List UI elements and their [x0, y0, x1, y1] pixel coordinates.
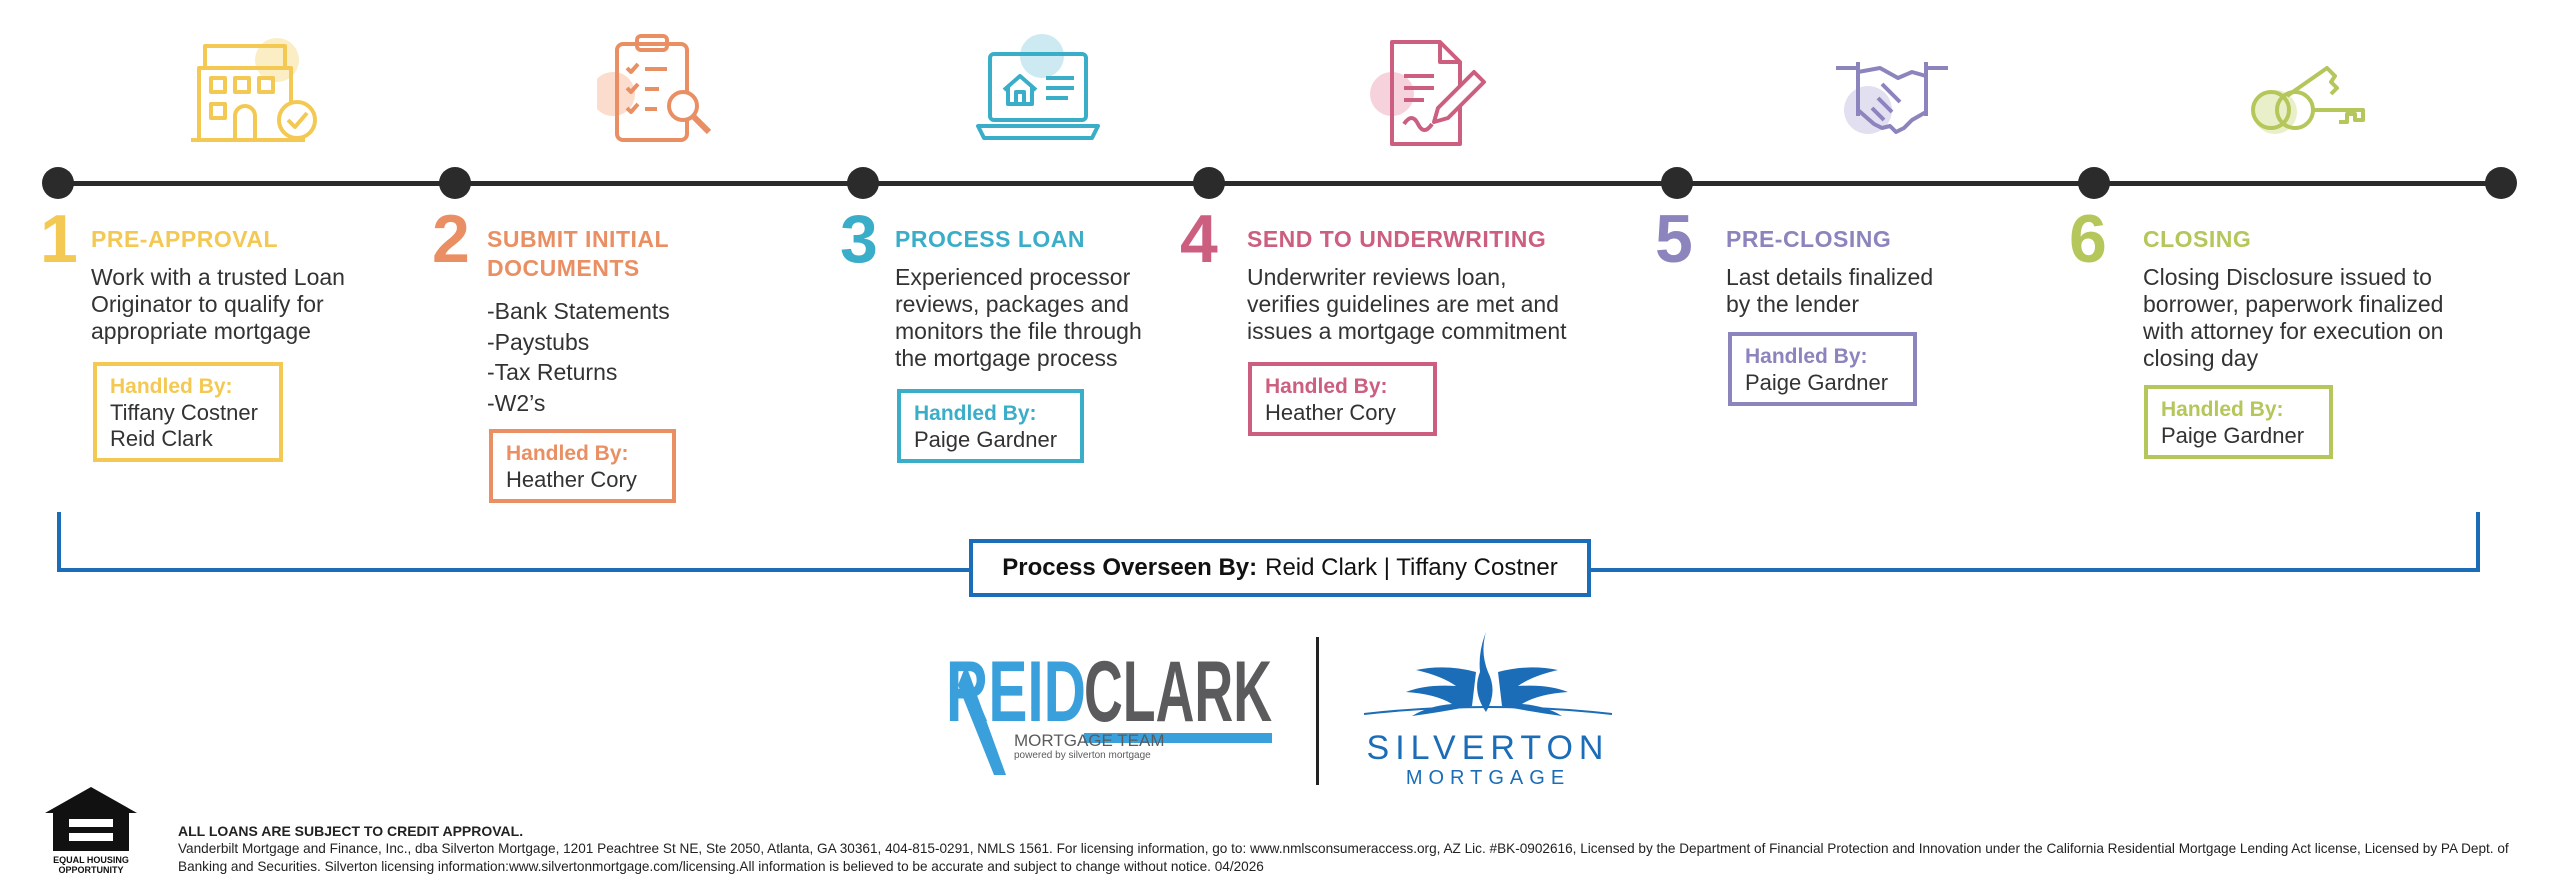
- silverton-logo: SILVERTON MORTGAGE: [1358, 622, 1618, 792]
- legal-disclaimer: ALL LOANS ARE SUBJECT TO CREDIT APPROVAL…: [178, 822, 2538, 876]
- handled-by-names: Heather Cory: [506, 467, 637, 492]
- handled-by-box: Handled By: Heather Cory: [489, 429, 676, 503]
- house-check-icon: [185, 28, 325, 158]
- eho-line2: OPPORTUNITY: [58, 865, 123, 875]
- clipboard-magnifier-icon: [591, 28, 737, 158]
- handled-by-names: Paige Gardner: [1745, 370, 1889, 395]
- handled-by-label: Handled By:: [1265, 375, 1388, 398]
- handled-by-label: Handled By:: [110, 375, 233, 398]
- step-number: 4: [1180, 201, 1218, 277]
- step-title: CLOSING: [2143, 226, 2252, 252]
- timeline-dot: [847, 167, 879, 199]
- step-number: 2: [432, 201, 470, 277]
- handled-by-names: Tiffany Costner Reid Clark: [110, 400, 258, 451]
- step-title: SEND TO UNDERWRITING: [1247, 226, 1547, 252]
- step-title: PROCESS LOAN: [895, 226, 1086, 252]
- step-description: Work with a trusted Loan Originator to q…: [91, 264, 345, 344]
- timeline-line: [58, 181, 2504, 186]
- timeline-dot: [42, 167, 74, 199]
- equal-housing-icon: EQUAL HOUSING OPPORTUNITY: [41, 785, 141, 875]
- timeline-dot: [1661, 167, 1693, 199]
- step-number: 1: [40, 201, 78, 277]
- step-title: PRE-CLOSING: [1726, 226, 1892, 252]
- legal-heading: ALL LOANS ARE SUBJECT TO CREDIT APPROVAL…: [178, 823, 524, 839]
- timeline-dot: [439, 167, 471, 199]
- handled-by-label: Handled By:: [2161, 398, 2284, 421]
- step-description: Closing Disclosure issued to borrower, p…: [2143, 264, 2444, 371]
- handled-by-label: Handled By:: [506, 442, 629, 465]
- timeline-dot: [2078, 167, 2110, 199]
- handled-by-box: Handled By: Tiffany Costner Reid Clark: [93, 362, 283, 462]
- logo-mortgage-text: MORTGAGE: [1406, 767, 1570, 789]
- legal-body: Vanderbilt Mortgage and Finance, Inc., d…: [178, 841, 2509, 874]
- overseen-names: Reid Clark | Tiffany Costner: [1265, 554, 1558, 581]
- step-number: 3: [840, 201, 878, 277]
- step-number: 5: [1655, 201, 1693, 277]
- handled-by-box: Handled By: Paige Gardner: [2144, 385, 2333, 459]
- overseen-label: Process Overseen By:: [1002, 554, 1258, 581]
- step-title: PRE-APPROVAL: [91, 226, 279, 252]
- step-description: Experienced processor reviews, packages …: [895, 264, 1142, 371]
- keys-icon: [2235, 28, 2375, 158]
- overseen-box: Process Overseen By: Reid Clark | Tiffan…: [969, 539, 1591, 597]
- step-description: Underwriter reviews loan, verifies guide…: [1247, 264, 1567, 344]
- step-description: -Bank Statements -Paystubs -Tax Returns …: [487, 298, 670, 416]
- logo-silverton-text: SILVERTON: [1367, 729, 1610, 767]
- handled-by-label: Handled By:: [914, 402, 1037, 425]
- handled-by-names: Paige Gardner: [914, 427, 1058, 452]
- timeline-dot: [1193, 167, 1225, 199]
- step-number: 6: [2069, 201, 2107, 277]
- step-description: Last details finalized by the lender: [1726, 264, 1934, 317]
- logo-reid-text: REID: [946, 645, 1086, 740]
- logo-clark-text: CLARK: [1084, 645, 1272, 740]
- step-title: SUBMIT INITIAL DOCUMENTS: [487, 226, 670, 281]
- timeline-dot: [2485, 167, 2517, 199]
- handled-by-box: Handled By: Heather Cory: [1248, 362, 1437, 436]
- logo-powered-text: powered by silverton mortgage: [1014, 750, 1151, 761]
- logo-team-text: MORTGAGE TEAM: [1014, 731, 1165, 750]
- handled-by-label: Handled By:: [1745, 345, 1868, 368]
- logo-divider: [1316, 637, 1319, 785]
- handled-by-names: Paige Gardner: [2161, 423, 2305, 448]
- eho-line1: EQUAL HOUSING: [53, 855, 129, 865]
- handshake-icon: [1822, 28, 1962, 158]
- document-pen-icon: [1370, 28, 1510, 158]
- handled-by-box: Handled By: Paige Gardner: [897, 389, 1084, 463]
- handled-by-names: Heather Cory: [1265, 400, 1396, 425]
- laptop-house-icon: [968, 28, 1108, 158]
- handled-by-box: Handled By: Paige Gardner: [1728, 332, 1917, 406]
- reid-clark-logo: REID CLARK MORTGAGE TEAM powered by silv…: [946, 644, 1274, 775]
